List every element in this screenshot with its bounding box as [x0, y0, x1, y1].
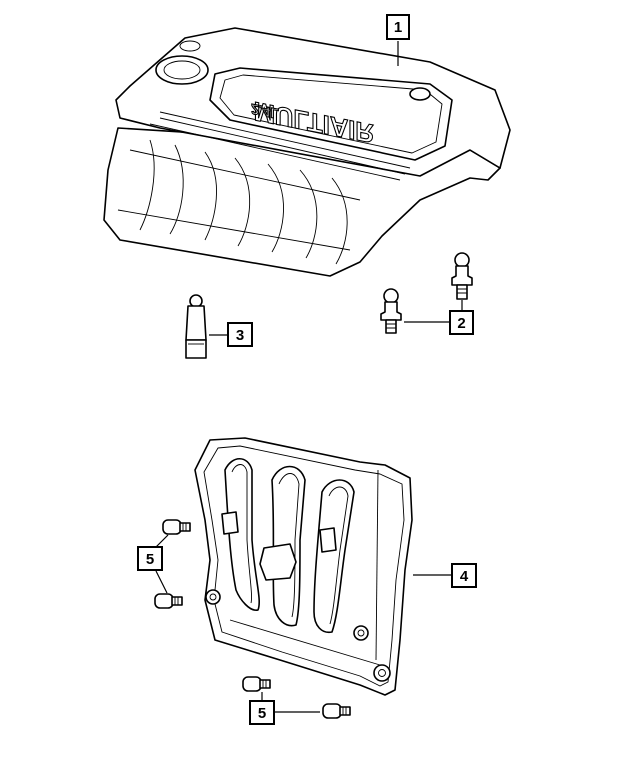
callout-4: 4 — [451, 563, 477, 588]
engine-cover: MULTIAIR 2.4L — [103, 27, 511, 277]
ball-stud-upper — [451, 252, 473, 300]
callout-5a-label: 5 — [146, 551, 154, 568]
bolt-upper-left — [162, 519, 191, 535]
cover-grommet — [185, 294, 207, 359]
callout-5a: 5 — [137, 546, 163, 571]
callout-2: 2 — [449, 310, 474, 335]
callout-5b-label: 5 — [258, 705, 266, 722]
callout-5b: 5 — [249, 700, 275, 725]
callout-4-label: 4 — [460, 568, 469, 585]
cover-displacement-lettering: 2.4L — [249, 101, 281, 122]
callout-1-label: 1 — [394, 19, 402, 36]
bolt-bottom-right — [322, 703, 351, 719]
callout-1: 1 — [386, 14, 410, 40]
bolt-bottom-center — [242, 676, 271, 692]
callout-2-label: 2 — [457, 315, 465, 332]
bolt-lower-left — [154, 593, 183, 609]
callout-3: 3 — [227, 322, 253, 347]
heat-shield — [194, 437, 413, 696]
leader-lines — [155, 41, 463, 713]
cover-ribs — [117, 139, 361, 265]
ball-stud-lower — [380, 288, 402, 334]
callout-3-label: 3 — [236, 327, 244, 344]
